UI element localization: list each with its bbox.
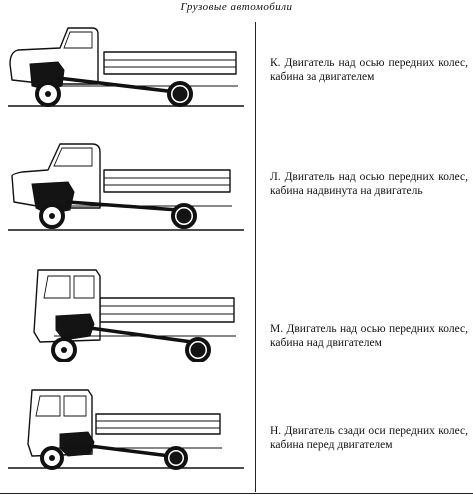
cargo-bed [103,169,231,193]
column-divider [255,22,256,492]
caption-n: Н. Двигатель сзади оси передних колес, к… [270,425,468,451]
cab-windows [43,275,95,299]
caption-k: К. Двигатель над осью передних колес, ка… [270,57,468,83]
rear-axle-gear [169,451,183,465]
cargo-bed [103,51,237,75]
bed-boards [100,305,234,315]
page-header: Грузовые автомобили [180,1,293,13]
engine-block [59,431,95,457]
truck-illustration-l [8,143,244,231]
cab-windows [35,395,87,417]
truck-illustration-n [8,389,244,470]
cab-window [63,31,93,49]
truck-illustration-k [8,27,244,107]
truck-illustration-m [33,269,236,362]
rear-axle-gear [176,208,192,224]
bed-boards [96,420,220,429]
bed-boards [104,59,236,68]
caption-m: М. Двигатель над осью передних колес, ка… [270,323,468,349]
caption-l: Л. Двигатель над осью передних колес, ка… [270,171,468,197]
cargo-bed [95,413,221,435]
drive-shaft [88,326,194,344]
cargo-bed [99,297,235,323]
rear-axle-gear [172,86,188,102]
rear-axle-gear [190,342,206,358]
drive-shaft [88,444,172,458]
bed-boards [104,177,230,186]
cab-window [53,147,93,167]
bottom-rule [0,493,473,494]
drive-shaft [56,76,178,94]
